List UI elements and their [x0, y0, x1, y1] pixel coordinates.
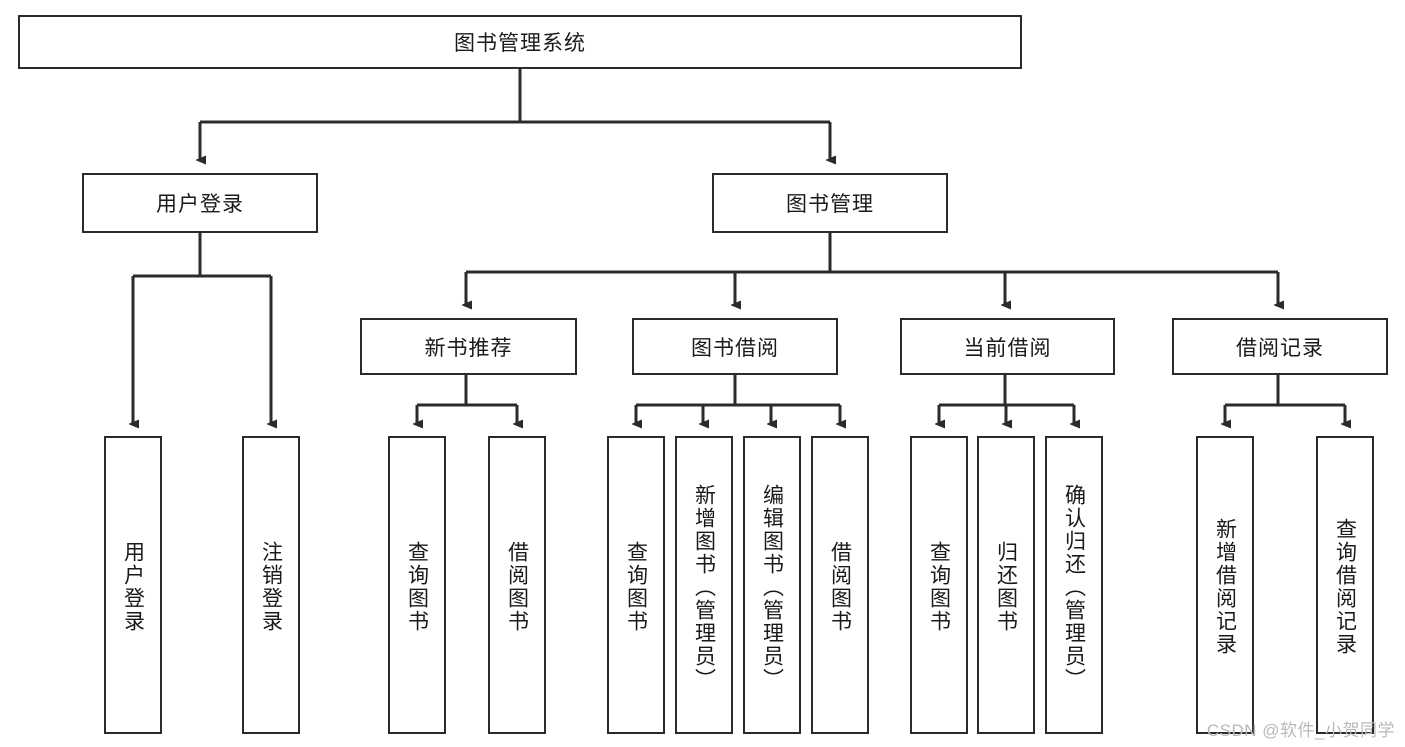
node-label: 查询图书	[405, 541, 429, 633]
node-leaf-borrow-edit-book-admin[interactable]: 编辑图书（管理员）	[743, 436, 801, 734]
node-label: 新增图书（管理员）	[692, 483, 716, 691]
node-user-login-branch[interactable]: 用户登录	[82, 173, 318, 233]
node-leaf-newbook-query-book[interactable]: 查询图书	[388, 436, 446, 734]
node-label: 用户登录	[121, 541, 145, 633]
node-label: 查询借阅记录	[1333, 518, 1357, 656]
node-label: 用户登录	[156, 193, 244, 216]
node-category-borrow-records[interactable]: 借阅记录	[1172, 318, 1388, 375]
node-label: 借阅图书	[505, 541, 529, 633]
node-label: 查询图书	[927, 541, 951, 633]
watermark-text: CSDN @软件_小贺同学	[1206, 721, 1395, 740]
node-label: 新书推荐	[424, 336, 513, 360]
node-leaf-borrow-borrow-book[interactable]: 借阅图书	[811, 436, 869, 734]
node-category-current-borrow[interactable]: 当前借阅	[900, 318, 1115, 375]
node-leaf-current-confirm-return-admin[interactable]: 确认归还（管理员）	[1045, 436, 1103, 734]
node-leaf-user-login[interactable]: 用户登录	[104, 436, 162, 734]
node-label: 确认归还（管理员）	[1062, 483, 1086, 691]
node-leaf-newbook-borrow-book[interactable]: 借阅图书	[488, 436, 546, 734]
node-label: 图书借阅	[691, 336, 779, 360]
node-label: 归还图书	[994, 541, 1018, 633]
node-book-management-branch[interactable]: 图书管理	[712, 173, 948, 233]
node-leaf-current-return-book[interactable]: 归还图书	[977, 436, 1035, 734]
node-label: 当前借阅	[963, 336, 1052, 360]
node-label: 注销登录	[259, 541, 283, 633]
node-label: 图书管理系统	[454, 32, 586, 55]
node-category-new-book[interactable]: 新书推荐	[360, 318, 577, 375]
node-leaf-records-add-record[interactable]: 新增借阅记录	[1196, 436, 1254, 734]
node-leaf-borrow-query-book[interactable]: 查询图书	[607, 436, 665, 734]
node-leaf-logout[interactable]: 注销登录	[242, 436, 300, 734]
node-category-book-borrow[interactable]: 图书借阅	[632, 318, 838, 375]
node-label: 借阅图书	[828, 541, 852, 633]
node-leaf-records-query-record[interactable]: 查询借阅记录	[1316, 436, 1374, 734]
node-label: 新增借阅记录	[1213, 518, 1237, 656]
node-label: 借阅记录	[1236, 336, 1324, 360]
node-root-system[interactable]: 图书管理系统	[18, 15, 1022, 69]
node-leaf-current-query-book[interactable]: 查询图书	[910, 436, 968, 734]
node-label: 图书管理	[786, 193, 874, 216]
node-leaf-borrow-add-book-admin[interactable]: 新增图书（管理员）	[675, 436, 733, 734]
node-label: 编辑图书（管理员）	[760, 483, 784, 691]
node-label: 查询图书	[624, 541, 648, 633]
